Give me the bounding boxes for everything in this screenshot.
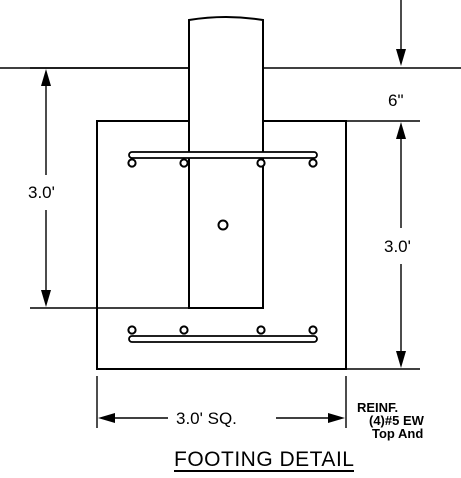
post-bolt-hole — [217, 219, 229, 231]
post — [188, 16, 264, 309]
bottom-rebar-dot-4 — [308, 325, 318, 335]
top-rebar-dot-4 — [308, 158, 318, 168]
cover-label: 6" — [388, 91, 404, 110]
cover-dimension: 6" — [346, 0, 420, 122]
reinf-line-2: Top And — [372, 426, 423, 441]
reinforcement-note: REINF. (4)#5 EW Top And — [357, 400, 425, 441]
top-rebar-dot-2 — [179, 158, 189, 168]
embed-depth-dimension: 3.0' — [28, 67, 190, 309]
top-rebar-dot-1 — [127, 158, 137, 168]
footing-depth-label: 3.0' — [384, 237, 411, 256]
footing-width-dimension: 3.0' SQ. — [96, 376, 347, 428]
top-rebar-dot-3 — [256, 158, 266, 168]
bottom-rebar — [128, 335, 318, 343]
footing-width-label: 3.0' SQ. — [176, 409, 237, 428]
top-rebar — [128, 151, 318, 159]
footing-depth-dimension: 3.0' — [346, 122, 420, 370]
drawing-title: FOOTING DETAIL — [174, 448, 354, 471]
embed-depth-label: 3.0' — [28, 183, 55, 202]
bottom-rebar-dot-1 — [127, 325, 137, 335]
reinf-line-1: (4)#5 EW — [369, 413, 425, 428]
reinf-label: REINF. — [357, 400, 398, 415]
bottom-rebar-dot-3 — [256, 325, 266, 335]
bottom-rebar-dot-2 — [179, 325, 189, 335]
